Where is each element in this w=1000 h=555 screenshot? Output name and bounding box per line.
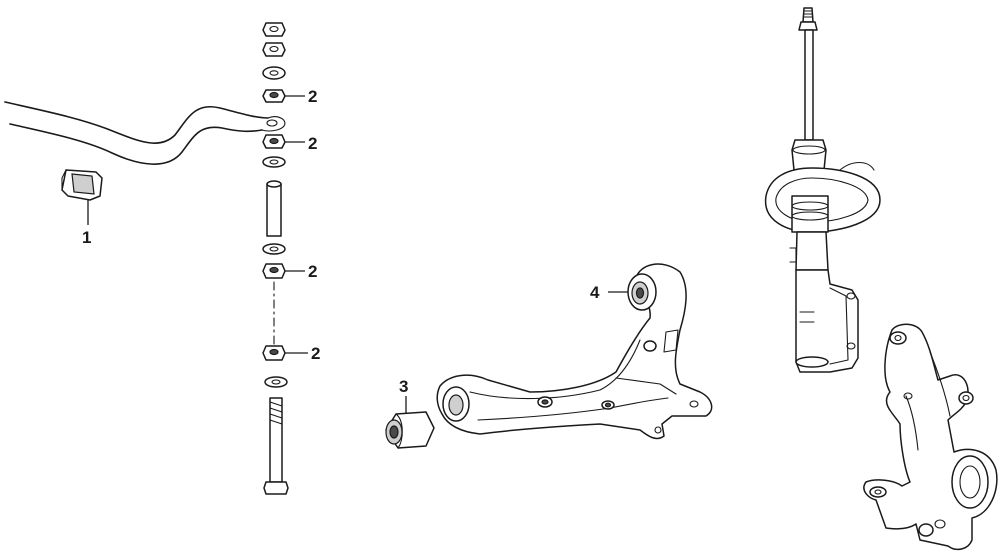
callout-2a: 2: [308, 87, 317, 106]
callout-1: 1: [82, 228, 91, 247]
steering-knuckle: [863, 323, 998, 551]
stabilizer-link-stack: [262, 22, 308, 495]
stabilizer-bushing: [61, 169, 103, 225]
stabilizer-bar: [4, 101, 286, 165]
lower-control-arm: [436, 263, 713, 440]
callout-2d: 2: [311, 344, 320, 363]
callout-2c: 2: [308, 262, 317, 281]
callout-4: 4: [590, 283, 600, 302]
lower-arm-bushing: [385, 396, 435, 449]
callout-2b: 2: [308, 134, 317, 153]
strut-assembly: [764, 7, 881, 373]
callout-3: 3: [399, 377, 408, 396]
